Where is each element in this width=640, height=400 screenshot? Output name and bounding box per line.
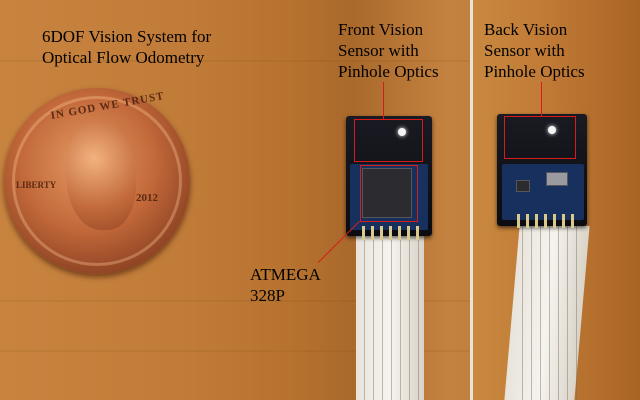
lincoln-portrait bbox=[66, 120, 136, 230]
back-crystal bbox=[546, 172, 568, 186]
header-pin bbox=[362, 226, 365, 240]
header-pin bbox=[371, 226, 374, 240]
cable-wire bbox=[549, 226, 550, 400]
chip-leader bbox=[318, 220, 360, 263]
front-ribbon-cable bbox=[356, 236, 424, 400]
title-caption: 6DOF Vision System for Optical Flow Odom… bbox=[42, 27, 212, 67]
front-pinhole-lens bbox=[398, 128, 406, 136]
chip-highlight bbox=[360, 165, 418, 222]
header-pin bbox=[407, 226, 410, 240]
cable-wire bbox=[364, 236, 365, 400]
atmega-chip bbox=[362, 168, 412, 218]
back-component bbox=[516, 180, 530, 192]
header-pin bbox=[562, 214, 565, 228]
header-pin bbox=[389, 226, 392, 240]
back-pinhole-lens bbox=[548, 126, 556, 134]
wood-grain bbox=[0, 300, 470, 302]
back-sensor-leader bbox=[541, 82, 542, 116]
cable-wire bbox=[558, 226, 559, 400]
coin-liberty: LIBERTY bbox=[16, 180, 57, 190]
header-pin bbox=[398, 226, 401, 240]
header-pin bbox=[526, 214, 529, 228]
cable-wire bbox=[540, 226, 541, 400]
front-sensor-highlight bbox=[354, 119, 423, 162]
header-pin bbox=[517, 214, 520, 228]
front-sensor-caption: Front Vision Sensor with Pinhole Optics bbox=[338, 20, 439, 81]
front-sensor-leader bbox=[383, 82, 384, 119]
cable-wire bbox=[373, 236, 374, 400]
cable-wire bbox=[400, 236, 401, 400]
header-pin bbox=[544, 214, 547, 228]
back-sensor-highlight bbox=[504, 116, 576, 159]
header-pin bbox=[380, 226, 383, 240]
cable-wire bbox=[576, 226, 577, 400]
header-pin bbox=[416, 226, 419, 240]
coin-year: 2012 bbox=[136, 192, 158, 204]
header-pin bbox=[571, 214, 574, 228]
back-board-substrate bbox=[502, 164, 584, 220]
wood-grain bbox=[0, 60, 470, 62]
cable-wire bbox=[409, 236, 410, 400]
panel-divider bbox=[470, 0, 473, 400]
cable-wire bbox=[418, 236, 419, 400]
cable-wire bbox=[567, 226, 568, 400]
cable-wire bbox=[531, 226, 532, 400]
header-pin bbox=[535, 214, 538, 228]
cable-wire bbox=[382, 236, 383, 400]
back-sensor-caption: Back Vision Sensor with Pinhole Optics bbox=[484, 20, 585, 81]
header-pin bbox=[553, 214, 556, 228]
wood-grain bbox=[0, 350, 470, 352]
cable-wire bbox=[522, 226, 523, 400]
penny-rim bbox=[12, 96, 182, 266]
chip-caption: ATMEGA 328P bbox=[250, 265, 321, 305]
cable-wire bbox=[391, 236, 392, 400]
